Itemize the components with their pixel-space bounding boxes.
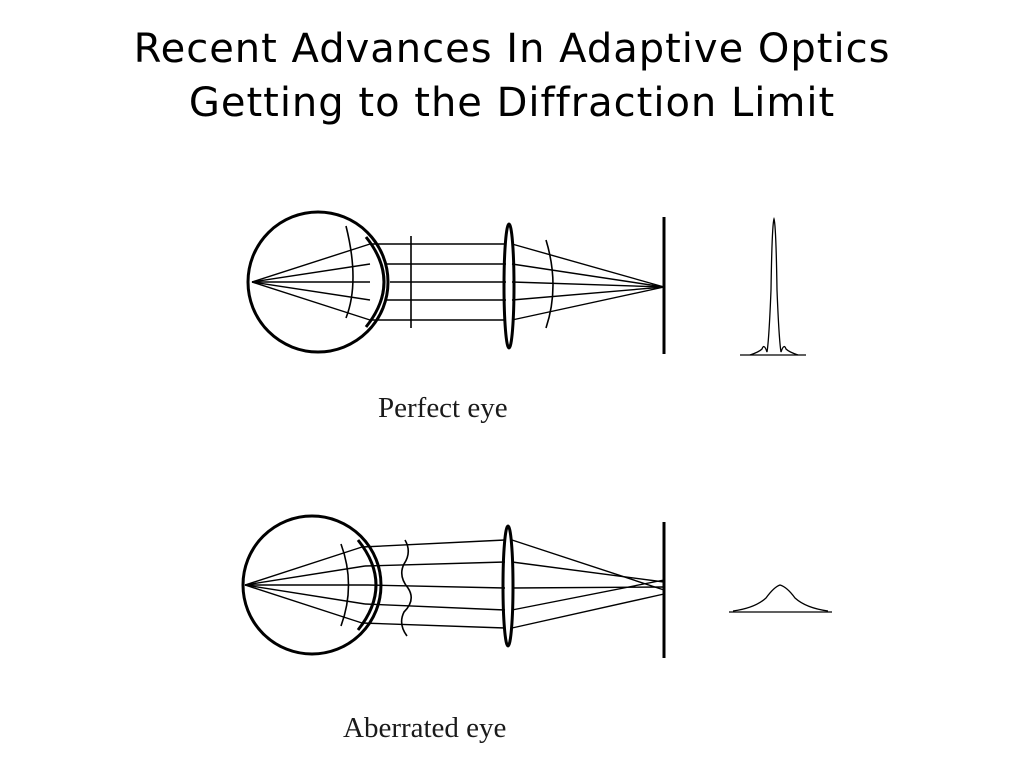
- perfect-psf-peak: [740, 216, 806, 356]
- aberrated-distorted-wavefront: [400, 539, 412, 637]
- aberrated-psf-blur: [729, 584, 832, 613]
- perfect-eye-figure: [246, 210, 806, 356]
- perfect-eye-globe: [246, 210, 390, 354]
- aberrated-eye-figure: [241, 514, 832, 658]
- aberrated-lens: [501, 524, 515, 648]
- perfect-eye-caption: Perfect eye: [378, 392, 508, 424]
- perfect-eye-rays: [251, 243, 665, 321]
- aberrated-eye-caption: Aberrated eye: [343, 712, 507, 744]
- perfect-converging-wavefront: [545, 239, 554, 329]
- perfect-lens: [502, 222, 516, 350]
- slide-title: Recent Advances In Adaptive Optics Getti…: [0, 22, 1024, 130]
- aberrated-eye-rays: [244, 539, 665, 629]
- title-line-2: Getting to the Diffraction Limit: [188, 80, 836, 126]
- title-line-1: Recent Advances In Adaptive Optics: [133, 26, 891, 72]
